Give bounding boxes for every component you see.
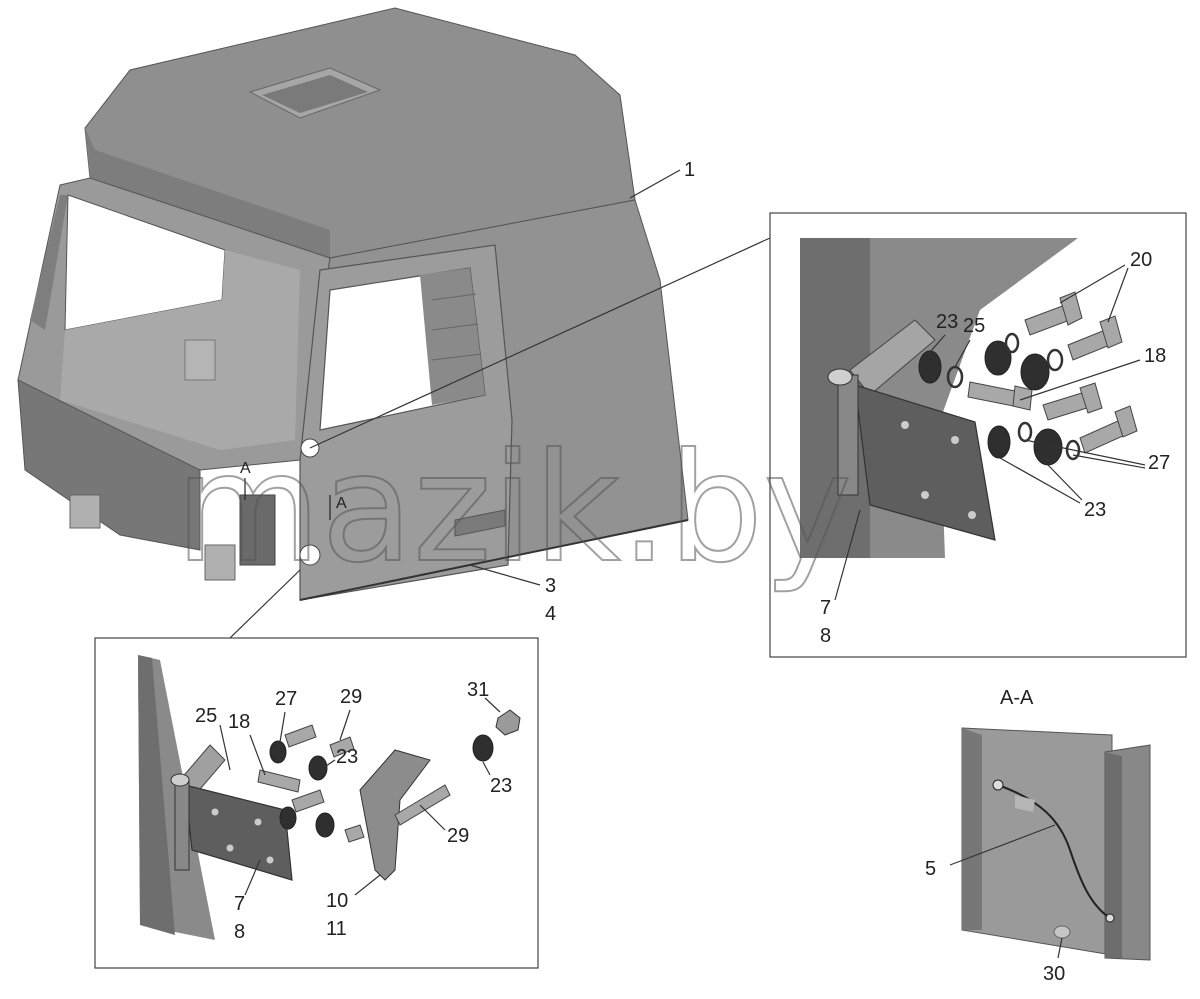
label-23-lower: 23 (1084, 499, 1106, 521)
label-18-upper: 18 (1144, 345, 1166, 367)
detail-lower-hinge: 25 18 27 29 23 31 23 29 7 8 10 11 (94, 637, 539, 969)
label-18-lower: 18 (228, 711, 250, 733)
section-a-a: А-А 5 30 (925, 687, 1151, 985)
label-23-right: 23 (490, 775, 512, 797)
section-mark-right: А (336, 495, 347, 512)
cab-body (17, 7, 689, 601)
label-7-upper: 7 (820, 597, 831, 619)
label-31: 31 (467, 679, 489, 701)
label-25-lower: 25 (195, 705, 217, 727)
label-1: 1 (684, 159, 695, 181)
label-5: 5 (925, 858, 936, 880)
section-mark-left: А (240, 460, 251, 477)
label-8-lower: 8 (234, 921, 245, 943)
label-27-upper: 27 (1148, 452, 1170, 474)
label-23-upper: 23 (936, 311, 958, 333)
label-8-upper: 8 (820, 625, 831, 647)
section-title: А-А (1000, 687, 1034, 709)
detail-upper-hinge: 20 23 25 18 27 23 7 8 (769, 212, 1187, 658)
label-30: 30 (1043, 963, 1065, 985)
label-7-lower: 7 (234, 893, 245, 915)
label-11: 11 (326, 918, 347, 940)
label-29-right: 29 (447, 825, 469, 847)
label-29-top: 29 (340, 686, 362, 708)
section-mark-a: А А (240, 460, 347, 520)
watermark: mazik.by (175, 422, 852, 596)
label-4: 4 (545, 603, 556, 625)
label-10: 10 (326, 890, 348, 912)
label-23-mid: 23 (336, 746, 358, 768)
label-27-lower: 27 (275, 688, 297, 710)
label-25-upper: 25 (963, 315, 985, 337)
label-3: 3 (545, 575, 556, 597)
label-20: 20 (1130, 249, 1152, 271)
